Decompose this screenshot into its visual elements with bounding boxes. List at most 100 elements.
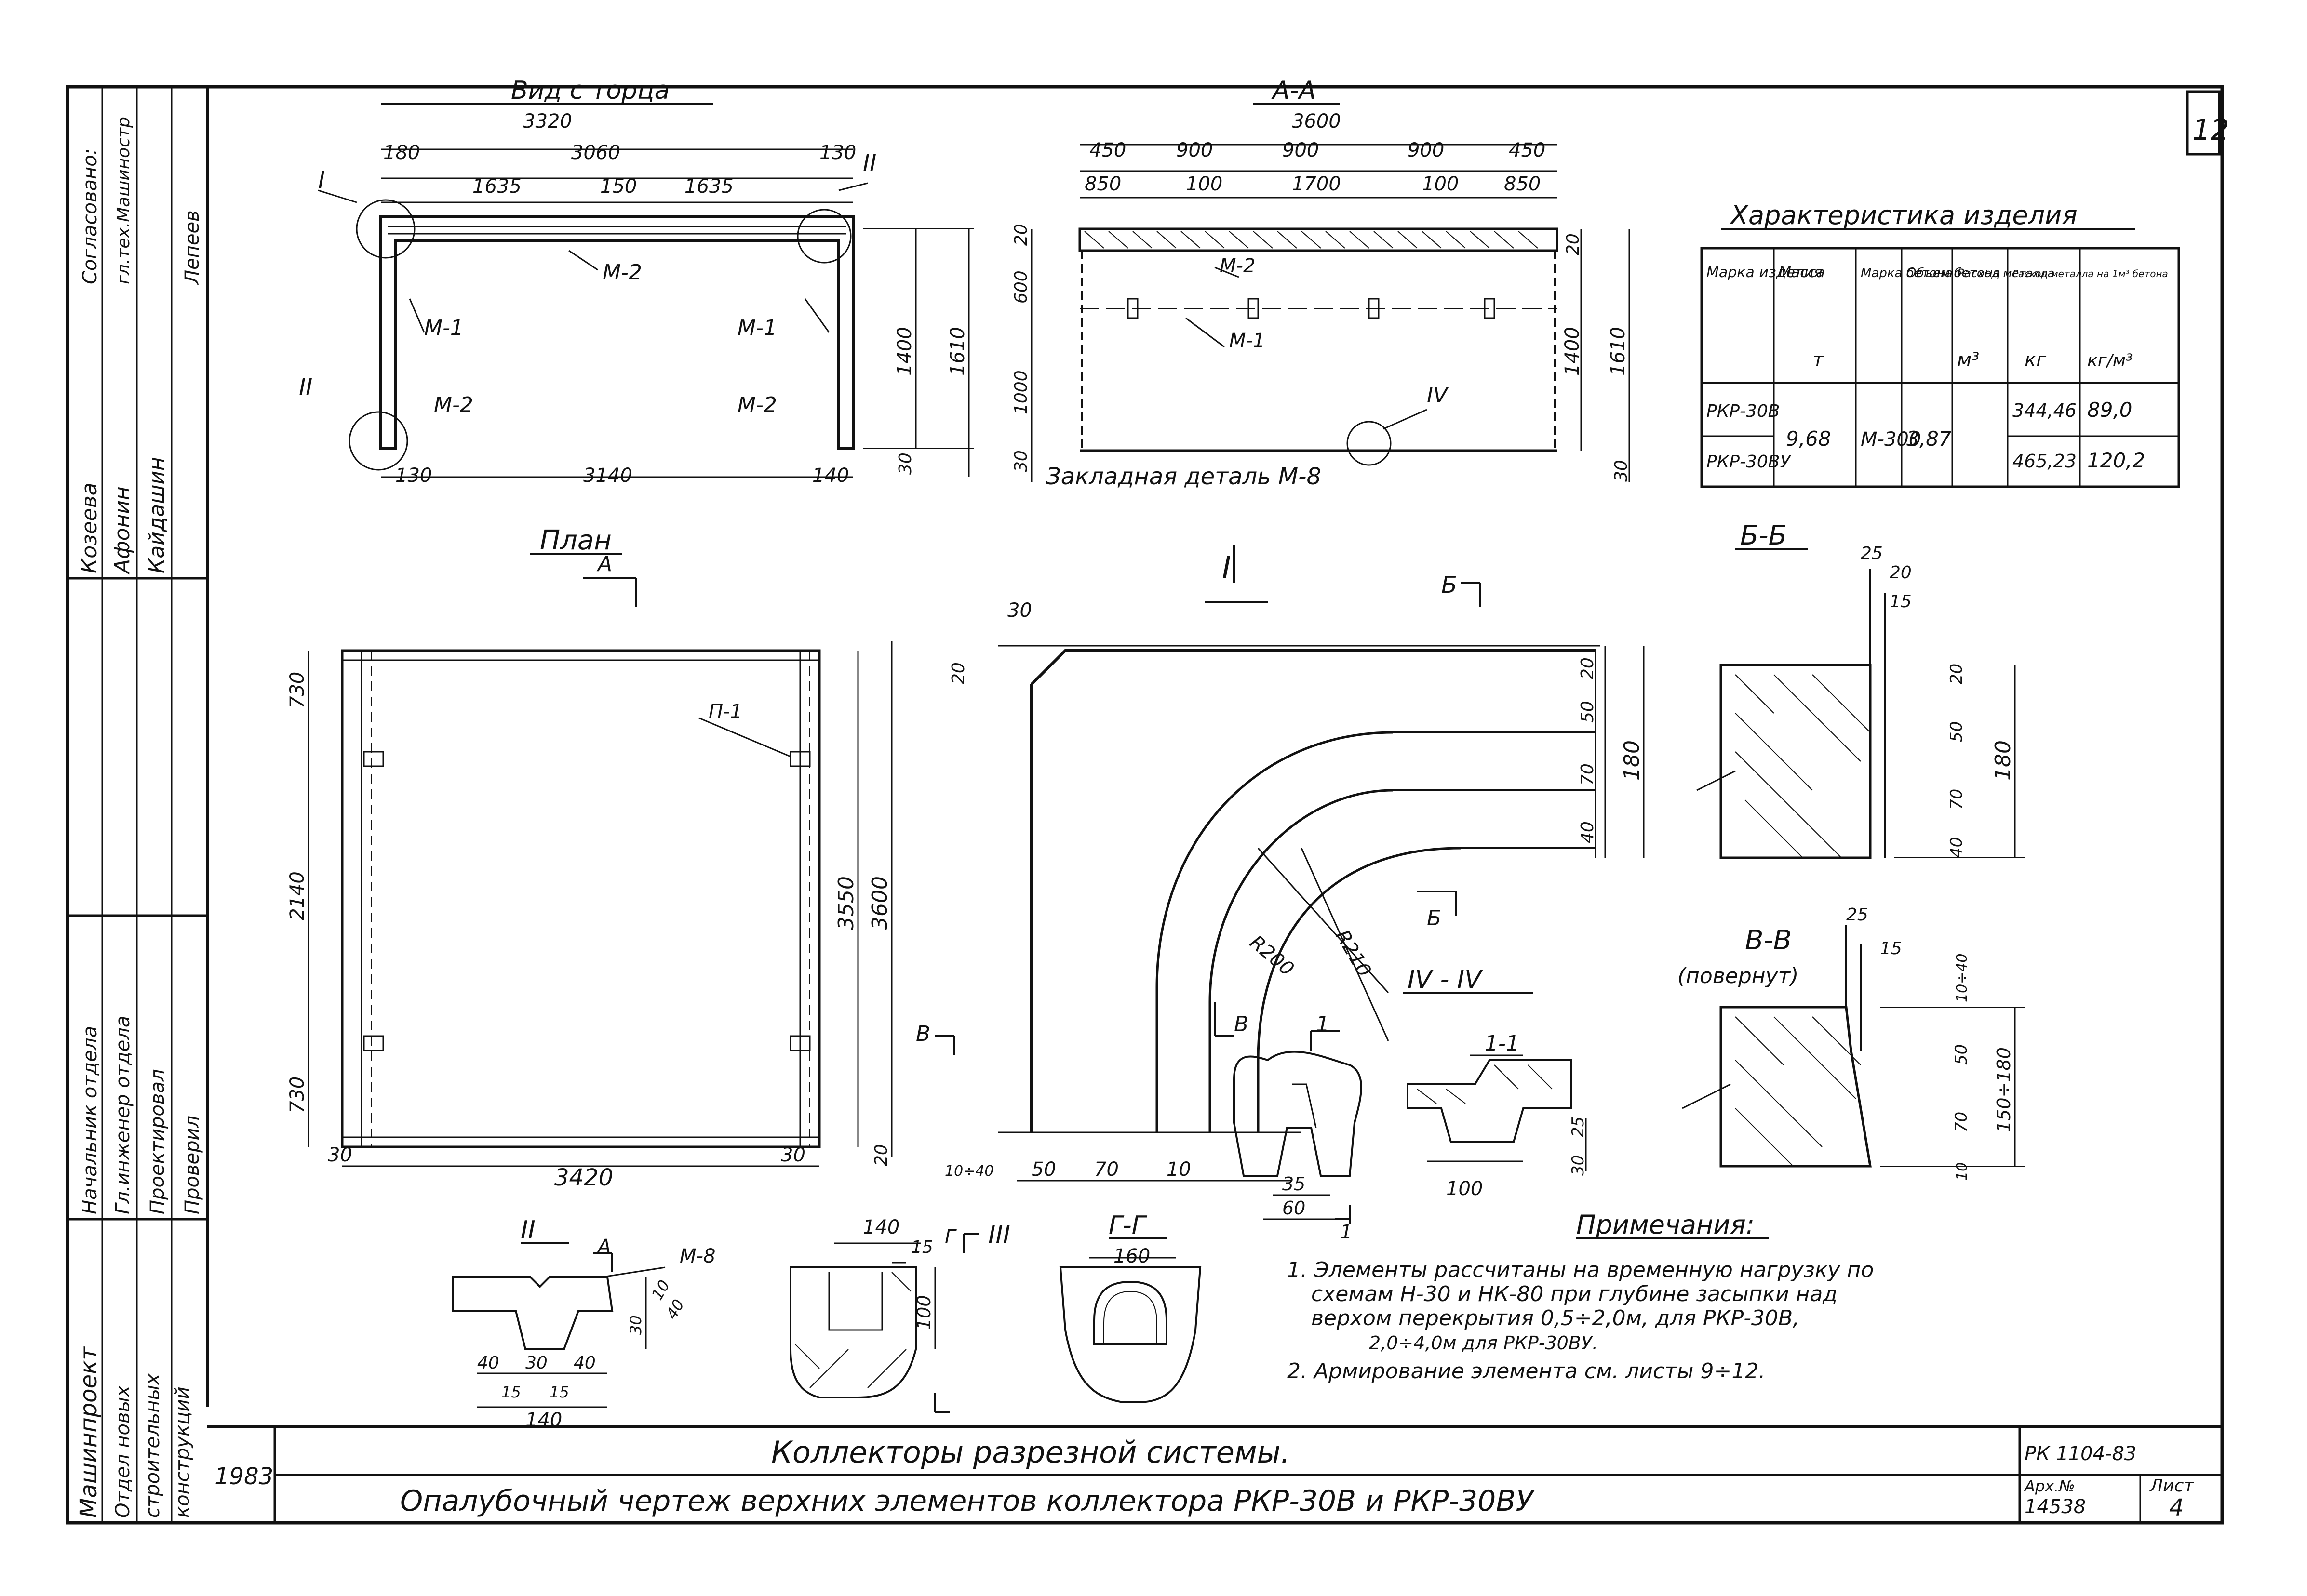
table-row2-steel: 465,23: [2012, 451, 2077, 472]
table-row1-steel: 344,46: [2012, 400, 2077, 421]
end-dim-right: 130: [819, 142, 856, 164]
detail-one-lines: [1233, 1030, 1362, 1224]
bb-dim-180: 180: [1991, 740, 2015, 781]
table-mass: 9,68: [1786, 427, 1831, 451]
end-dim-bl: 130: [395, 465, 432, 487]
table-row1-mark: РКР-30В: [1706, 401, 1780, 421]
detail-ii-lines: [452, 1242, 666, 1408]
detail-one-title: 1: [1316, 1012, 1329, 1037]
bb-dim-70: 70: [1947, 789, 1966, 810]
plan-title: План: [540, 525, 612, 556]
aa-dim-5: 450: [1509, 139, 1545, 161]
table-concrete: М-300: [1861, 428, 1921, 451]
title-year: 1983: [215, 1463, 273, 1490]
table-row1-ratio: 89,0: [2087, 398, 2133, 422]
stamp-role-4: Проверил: [181, 1116, 203, 1214]
detail-iii-marker: Г: [945, 1226, 957, 1248]
bb-dim-50: 50: [1947, 721, 1966, 742]
notes-line-5: 2. Армирование элемента см. листы 9÷12.: [1287, 1359, 1765, 1383]
detail-i-marker-v-right: В: [1234, 1012, 1248, 1037]
bb-title: Б-Б: [1740, 520, 1787, 551]
detail-iii-lines: [790, 1233, 979, 1413]
table-row2-ratio: 120,2: [2087, 449, 2145, 472]
end-dim-left: 180: [383, 142, 420, 164]
end-callout-ii-left: II: [299, 374, 312, 401]
detail-i-dim-70: 70: [1578, 763, 1597, 785]
vv-subtitle: (повернут): [1677, 964, 1798, 988]
bb-dim-25: 25: [1861, 544, 1883, 563]
aa-dim-r20: 20: [1563, 233, 1583, 255]
detail-ii-dim-15b: 15: [550, 1383, 569, 1401]
sheet-number: 12: [2192, 113, 2229, 147]
detail-ii-marker: А: [596, 1236, 611, 1258]
end-callout-ii-right: II: [863, 150, 876, 177]
detail-i-marker-v-left: В: [916, 1022, 930, 1046]
notes-title: Примечания:: [1576, 1210, 1755, 1240]
bb-dim-20t: 20: [1890, 563, 1912, 583]
table-unit-ratio: кг/м³: [2087, 351, 2133, 371]
left-stamp: [67, 87, 207, 1523]
plan-dim-3550: 3550: [834, 876, 858, 930]
detail-ii-dim-s40: 40: [662, 1296, 688, 1322]
end-view-lines: [318, 103, 974, 478]
stamp-name-2: Афонин: [110, 486, 134, 575]
vv-dim-70: 70: [1952, 1112, 1971, 1132]
plan-dim-730b: 730: [286, 1077, 308, 1113]
detail-i-dim-40: 40: [1578, 821, 1597, 843]
detail-ii-dim-40b: 40: [574, 1353, 596, 1373]
aa-dim-2: 900: [1176, 139, 1213, 161]
aa-dim-l1000: 1000: [1011, 370, 1031, 414]
table-unit-volume: м³: [1957, 349, 1979, 371]
gg-dim-160: 160: [1113, 1245, 1150, 1267]
detail-i-dim-b4: 10: [1167, 1158, 1191, 1181]
iv-title: IV - IV: [1408, 965, 1483, 994]
table-header-concrete: Марка бетона: [1861, 266, 1953, 280]
end-label-m2a: М-2: [434, 393, 473, 417]
gg-title: Г-Г: [1109, 1211, 1148, 1240]
section-gg-lines: [1059, 1237, 1202, 1403]
aa-dim-r30: 30: [1611, 460, 1631, 482]
title-archive-label: Арх.№: [2024, 1477, 2075, 1495]
aa-dim-r1610: 1610: [1607, 327, 1629, 376]
end-dim-bm: 3140: [583, 465, 632, 487]
table-header-steel: Расход металла: [1957, 266, 2054, 280]
detail-ii-dim-40a: 40: [477, 1353, 499, 1373]
aa-dim-6: 850: [1085, 173, 1121, 195]
table-title: Характеристика изделия: [1729, 200, 2078, 230]
table-unit-mass: т: [1812, 349, 1824, 371]
iv-label: 1-1: [1485, 1031, 1519, 1056]
bb-dim-15: 15: [1890, 592, 1912, 612]
detail-i-marker-b2: Б: [1427, 906, 1441, 931]
title-code: РК 1104-83: [2025, 1443, 2136, 1465]
detail-one-dim-35: 35: [1282, 1173, 1305, 1195]
stamp-org: Машинпроект: [75, 1346, 102, 1518]
detail-iv-lines: [1403, 992, 1587, 1171]
aa-label-iv: IV: [1427, 383, 1449, 408]
aa-dim-l600: 600: [1011, 270, 1031, 304]
plan-marker-a: А: [596, 552, 612, 576]
end-dim-1635b: 1635: [684, 175, 734, 198]
detail-i-dim-b2: 50: [1032, 1158, 1056, 1181]
iv-dim-100: 100: [1446, 1178, 1483, 1200]
end-label-m1a: М-1: [424, 316, 464, 340]
stamp-dept-2: строительных: [142, 1373, 164, 1518]
detail-i-title: I: [1222, 550, 1231, 586]
vv-dim-15: 15: [1880, 939, 1902, 958]
iv-dim-30: 30: [1569, 1155, 1588, 1176]
notes-line-4: 2,0÷4,0м для РКР-30ВУ.: [1369, 1332, 1598, 1354]
detail-i-dim-b3: 70: [1094, 1158, 1119, 1181]
detail-ii-dim-30: 30: [525, 1353, 548, 1373]
title-sheet-label: Лист: [2149, 1476, 2194, 1496]
end-dim-1610: 1610: [947, 327, 969, 376]
title-archive-no: 14538: [2025, 1496, 2086, 1518]
table-unit-steel: кг: [2025, 349, 2047, 371]
detail-i-marker-b: Б: [1441, 572, 1457, 598]
title-line-2: Опалубочный чертеж верхних элементов кол…: [400, 1484, 1535, 1518]
vv-dim-25: 25: [1846, 905, 1868, 925]
table-header-mass: Масса: [1779, 264, 1825, 281]
vv-dim-150-180: 150÷180: [1993, 1047, 2014, 1132]
stamp-role-1: Начальник отдела: [79, 1026, 101, 1214]
detail-one-marker: 1: [1340, 1221, 1352, 1243]
end-dim-150: 150: [600, 175, 637, 198]
aa-dim-8: 1700: [1292, 173, 1341, 195]
